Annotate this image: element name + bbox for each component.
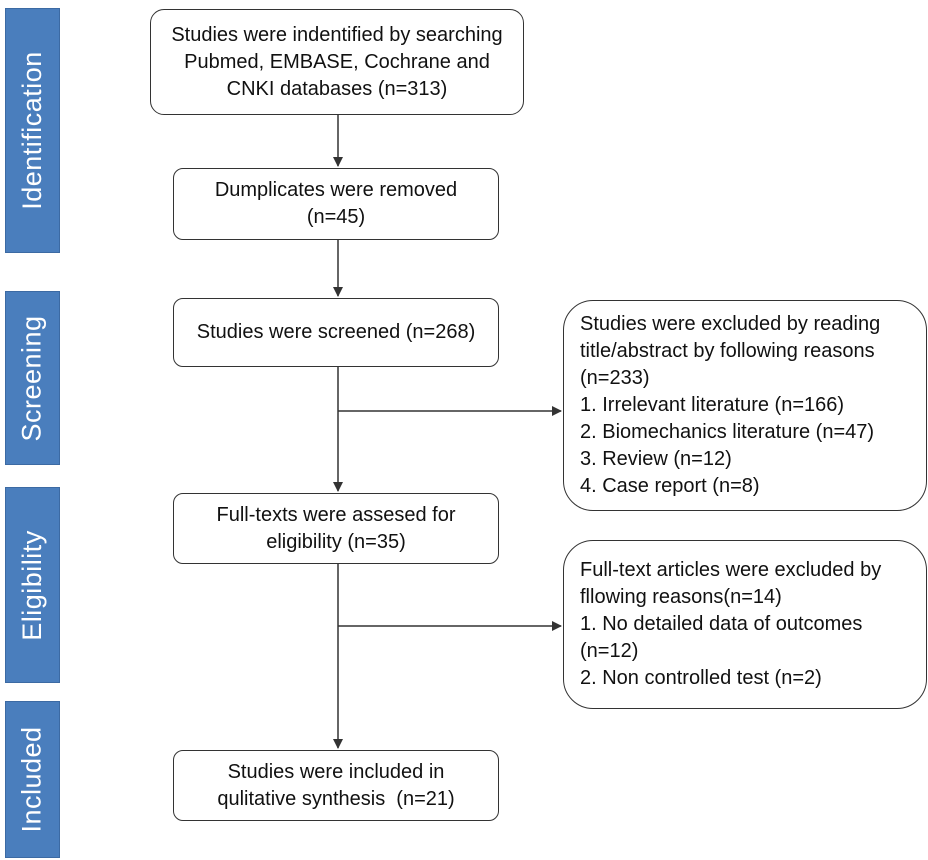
included-box: Studies were included in qulitative synth… [173,750,499,821]
box-text-line: Pubmed, EMBASE, Cochrane and [184,50,490,73]
box-text-line: 2. Biomechanics literature (n=47) [580,421,875,443]
box-text-line: (n=233) [580,367,650,389]
phase-identification: Identification [5,8,60,253]
box-text-line: 1. Irrelevant literature (n=166) [580,394,845,416]
box-text-line: Studies were indentified by searching [171,23,503,46]
box-text-line: 1. No detailed data of outcomes [580,613,863,635]
box-text-line: 2. Non controlled test (n=2) [580,667,822,689]
box-text-line: Studies were screened (n=268) [196,321,476,343]
box-text-line: Studies were included in [227,760,445,783]
box-text-line: 3. Review (n=12) [580,448,732,470]
box-text-line: title/abstract by following reasons [580,340,875,362]
duplicates-removed-box: Dumplicates were removed (n=45) [173,168,499,240]
phase-included: Included [5,701,60,858]
box-text-line: Full-text articles were excluded by [580,559,882,581]
box-text-line: (n=45) [306,206,366,228]
box-text-line: Dumplicates were removed [214,179,458,201]
fulltext-assessed-box: Full-texts were assesed for eligibility (… [173,493,499,564]
box-text-line: 4. Case report (n=8) [580,475,760,497]
box-text-line: Full-texts were assesed for [216,503,456,526]
box-text-line: eligibility (n=35) [266,530,406,553]
phase-screening: Screening [5,291,60,465]
box-text-line: fllowing reasons(n=14) [580,586,782,608]
phase-eligibility: Eligibility [5,487,60,683]
screened-box: Studies were screened (n=268) [173,298,499,367]
box-text-line: CNKI databases (n=313) [226,77,448,100]
box-text-line: qulitative synthesis (n=21) [217,787,455,810]
box-text-line: Studies were excluded by reading [580,313,881,335]
box-text-line: (n=12) [580,640,639,662]
excluded-abstract-box: Studies were excluded by reading title/ab… [563,300,927,511]
excluded-fulltext-box: Full-text articles were excluded by fllow… [563,540,927,709]
